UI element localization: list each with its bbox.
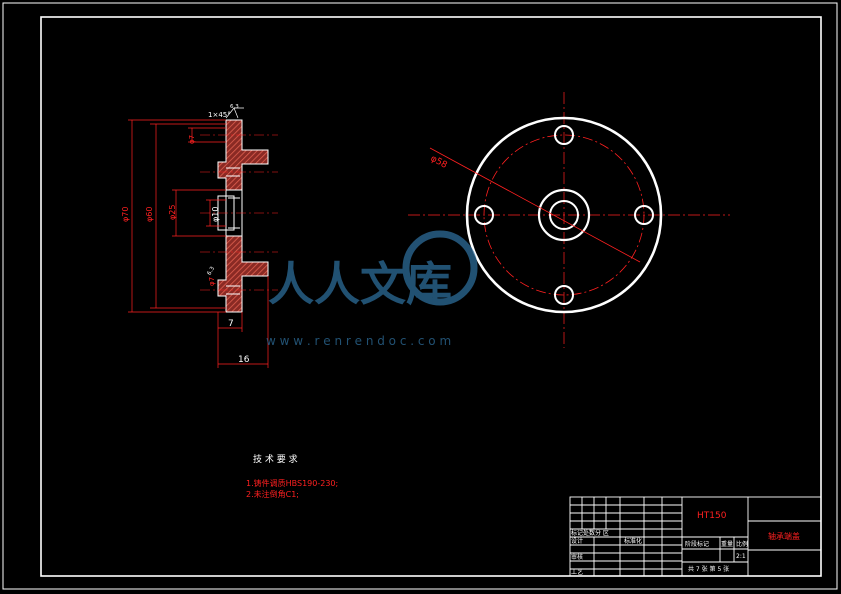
title-weight-label: 重量	[721, 540, 733, 548]
diameter-leader	[429, 147, 641, 263]
section-centerlines	[200, 134, 278, 291]
front-view: φ58	[408, 92, 730, 348]
bore-circle	[549, 200, 579, 230]
title-part-name: 轴承端盖	[768, 531, 800, 541]
bolt-hole-bottom	[554, 285, 574, 305]
title-row-design: 设计	[571, 537, 583, 545]
dim-pitch-diameter: φ60	[145, 207, 154, 222]
title-scale-value: 2:1	[736, 553, 746, 560]
tech-req-item-1: 1.铸件调质HBS190-230;	[246, 478, 338, 488]
title-block	[569, 496, 822, 577]
dim-outer-diameter: φ70	[121, 207, 130, 222]
roughness-symbol-lower: 6.3	[207, 265, 217, 276]
section-holes	[226, 167, 240, 295]
title-row-std: 标准化	[624, 537, 642, 545]
dim-flange-width: 7	[228, 319, 234, 329]
title-row-process: 工艺	[571, 568, 583, 576]
watermark-logo-ring	[402, 230, 478, 306]
dim-hole-diameter-lower: φ7	[208, 277, 216, 286]
dim-bore-diameter: φ25	[168, 205, 177, 220]
bolt-hole-right	[634, 205, 654, 225]
drawing-border	[40, 16, 822, 577]
pitch-circle	[483, 134, 645, 296]
title-row-marks: 标记处数分 区	[571, 529, 609, 537]
section-hatch-upper	[217, 119, 269, 191]
tech-req-heading: 技 术 要 求	[253, 453, 298, 465]
bolt-hole-top	[554, 125, 574, 145]
bolt-hole-left	[474, 205, 494, 225]
tech-req-item-2: 2.未注倒角C1;	[246, 489, 299, 499]
title-stage-label: 阶段标记	[685, 540, 709, 548]
outer-circle	[465, 116, 663, 314]
watermark-chars: 人人文库	[268, 257, 452, 311]
section-dimensions	[128, 119, 269, 368]
dim-hole-diameter: φ7	[188, 135, 196, 144]
section-view: 1×45° 6.3 6.3 φ70 φ60 φ25 φ7 φ7 φ10 7 16	[121, 104, 278, 368]
title-sheet-label: 共 7 张 第 5 张	[688, 565, 729, 573]
section-hatch-lower	[217, 235, 269, 313]
dim-shaft-diameter: φ10	[211, 207, 220, 222]
watermark-url: w w w . r e n r e n d o c . c o m	[266, 334, 451, 348]
title-scale-label: 比例	[736, 540, 748, 548]
technical-requirements: 技 术 要 求 1.铸件调质HBS190-230; 2.未注倒角C1;	[246, 453, 338, 499]
chamfer-leader	[225, 107, 244, 119]
title-row-review: 审核	[571, 553, 583, 561]
watermark: 人人文库 w w w . r e n r e n d o c . c o m	[266, 230, 478, 348]
roughness-symbol: 6.3	[230, 104, 239, 110]
title-material: HT150	[697, 511, 727, 521]
chamfer-note: 1×45°	[208, 111, 231, 119]
front-centerlines	[408, 92, 730, 348]
hub-circle	[537, 188, 591, 242]
dim-total-width: 16	[238, 355, 250, 365]
